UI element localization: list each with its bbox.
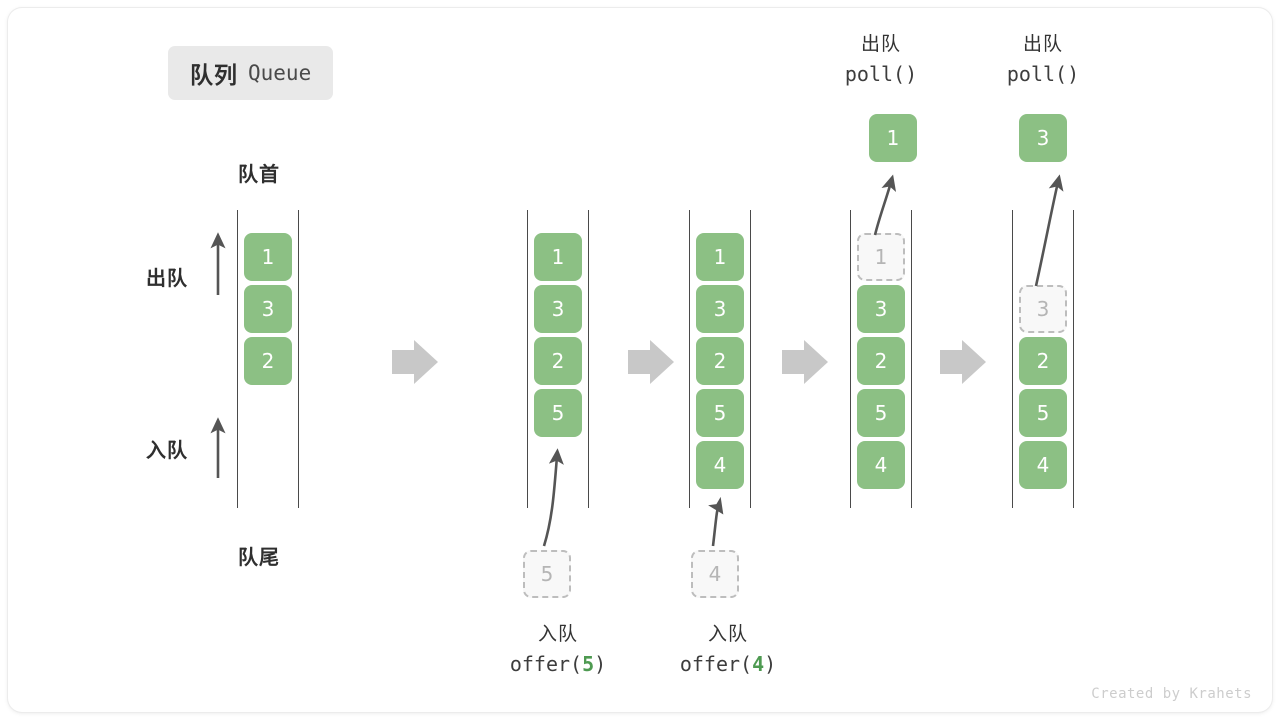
queue-slot: 5 bbox=[534, 389, 582, 437]
offer-5-code-value: 5 bbox=[582, 652, 595, 677]
queue-slot: 3 bbox=[857, 285, 905, 333]
queue-slot: 5 bbox=[696, 389, 744, 437]
title-label-cn: 队列 bbox=[190, 62, 238, 88]
incoming-element-5: 5 bbox=[523, 550, 571, 598]
offer-4-code: offer(4) bbox=[653, 649, 803, 680]
queue-slot: 5 bbox=[857, 389, 905, 437]
offer-5-code: offer(5) bbox=[483, 649, 633, 680]
queue-head-label: 队首 bbox=[238, 164, 280, 186]
queue-slot: 2 bbox=[857, 337, 905, 385]
queue-slot: 1 bbox=[534, 233, 582, 281]
popped-element-3: 3 bbox=[1019, 114, 1067, 162]
queue-slot: 5 bbox=[1019, 389, 1067, 437]
column-rail-left bbox=[689, 210, 690, 508]
queue-slot: 2 bbox=[696, 337, 744, 385]
poll-1-cn: 出队 bbox=[860, 34, 901, 55]
offer-5-code-suffix: ) bbox=[594, 652, 607, 677]
column-rail-right bbox=[750, 210, 751, 508]
operation-label-poll-2: 出队 poll() bbox=[968, 30, 1118, 90]
queue-slot: 2 bbox=[244, 337, 292, 385]
poll-2-code: poll() bbox=[1006, 62, 1080, 87]
column-rail-left bbox=[850, 210, 851, 508]
diagram-title-badge: 队列 Queue bbox=[168, 46, 334, 100]
poll-1-code: poll() bbox=[844, 62, 918, 87]
offer-4-code-prefix: offer( bbox=[679, 652, 753, 677]
incoming-element-4: 4 bbox=[691, 550, 739, 598]
column-rail-left bbox=[1012, 210, 1013, 508]
column-rail-right bbox=[911, 210, 912, 508]
offer-4-code-suffix: ) bbox=[764, 652, 777, 677]
queue-slot: 1 bbox=[696, 233, 744, 281]
queue-slot: 4 bbox=[696, 441, 744, 489]
queue-slot: 3 bbox=[534, 285, 582, 333]
operation-label-offer-4: 入队 offer(4) bbox=[653, 620, 803, 680]
diagram-card bbox=[8, 8, 1272, 712]
queue-slot: 1 bbox=[244, 233, 292, 281]
offer-4-code-value: 4 bbox=[752, 652, 765, 677]
enqueue-direction-label: 入队 bbox=[146, 440, 188, 462]
queue-slot: 4 bbox=[857, 441, 905, 489]
watermark-credit: Created by Krahets bbox=[1091, 686, 1252, 702]
poll-2-cn: 出队 bbox=[1022, 34, 1063, 55]
column-rail-left bbox=[527, 210, 528, 508]
operation-label-poll-1: 出队 poll() bbox=[806, 30, 956, 90]
offer-5-code-prefix: offer( bbox=[509, 652, 583, 677]
queue-slot-ghost: 1 bbox=[857, 233, 905, 281]
queue-slot: 2 bbox=[534, 337, 582, 385]
queue-slot: 3 bbox=[244, 285, 292, 333]
queue-slot: 3 bbox=[696, 285, 744, 333]
offer-5-cn: 入队 bbox=[537, 624, 578, 645]
queue-tail-label: 队尾 bbox=[238, 547, 280, 569]
operation-label-offer-5: 入队 offer(5) bbox=[483, 620, 633, 680]
column-rail-right bbox=[588, 210, 589, 508]
offer-4-cn: 入队 bbox=[707, 624, 748, 645]
dequeue-direction-label: 出队 bbox=[146, 268, 188, 290]
queue-slot-ghost: 3 bbox=[1019, 285, 1067, 333]
column-rail-right bbox=[1073, 210, 1074, 508]
column-rail-right bbox=[298, 210, 299, 508]
column-rail-left bbox=[237, 210, 238, 508]
queue-slot: 4 bbox=[1019, 441, 1067, 489]
popped-element-1: 1 bbox=[869, 114, 917, 162]
title-label-en: Queue bbox=[248, 61, 312, 85]
queue-slot: 2 bbox=[1019, 337, 1067, 385]
